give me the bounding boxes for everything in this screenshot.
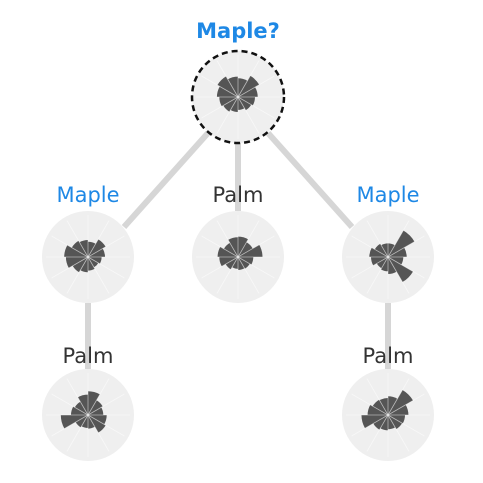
rose-spoke [351,256,389,279]
rose-spoke [87,256,110,294]
rose-spoke [387,378,410,416]
rose-spoke [351,235,389,258]
rose-spoke [216,256,239,294]
rose-spoke [351,393,389,416]
rose-petal [88,415,106,433]
rose-spoke [366,378,389,416]
rose-petal [88,257,99,268]
rose-spoke [66,256,89,294]
rose-petal [388,257,414,283]
node-label: Maple [356,183,419,207]
tree-edges [85,131,391,369]
rose-spoke [387,235,425,258]
rose-spoke [237,235,275,258]
rose-spoke [351,414,389,437]
rose-spoke [87,414,110,452]
query-dashed-ring [190,49,286,145]
rose-spoke [216,96,239,134]
rose-spoke [51,414,89,437]
level2-node-0[interactable]: Palm [42,344,134,461]
rose-spoke [237,96,275,119]
rose-spoke [237,96,260,134]
rose-spoke [87,220,110,258]
rose-spoke [51,393,89,416]
rose-spoke [237,256,260,294]
rose-spoke [201,256,239,279]
rose-petal [88,400,103,415]
rose-spoke [387,414,425,437]
rose-spoke [66,378,89,416]
rose-petal [225,257,238,270]
level1-node-2[interactable]: Maple [342,183,434,303]
rose-spoke [87,256,125,279]
node-label: Palm [363,344,414,368]
rose-spoke [51,235,89,258]
rose-petal [223,242,238,257]
rose-petal [388,230,415,257]
rose-spoke [366,414,389,452]
rose-spoke [387,393,425,416]
rose-petal [223,97,238,112]
rose-petal [74,401,88,415]
rose-petal [361,415,388,429]
rose-spoke [201,75,239,98]
node-label: Palm [63,344,114,368]
rose-petal [88,239,106,257]
node-label: Maple? [196,19,280,43]
rose-petal [60,415,88,429]
rose-petal [238,244,263,257]
rose-spoke [387,256,425,279]
rose-spoke [201,96,239,119]
node-label: Maple [56,183,119,207]
rose-spoke [66,414,89,452]
rose-spoke [87,378,110,416]
level1-node-0[interactable]: Maple [42,183,134,303]
rose-spoke [201,235,239,258]
rose-petal [374,243,388,257]
edge-root-to-right [265,131,355,229]
rose-petal [238,257,250,269]
rose-petal [372,399,388,415]
rose-spoke [87,414,125,437]
rose-petal [75,415,88,428]
rose-petal [238,75,260,97]
rose-spoke [237,75,275,98]
level2-node-1[interactable]: Palm [342,344,434,461]
level1-node-1[interactable]: Palm [192,183,284,303]
rose-spoke [51,256,89,279]
rose-spoke [387,414,410,452]
rose-petal [373,415,388,430]
rose-spoke [87,393,125,416]
node-label: Palm [213,183,264,207]
rose-petal [388,415,403,430]
rose-spoke [237,60,260,98]
rose-petal [238,97,252,111]
rose-petal [388,389,414,415]
rose-spoke [87,235,125,258]
rose-spoke [216,220,239,258]
rose-spoke [387,256,410,294]
root-node[interactable]: Maple? [190,19,286,145]
rose-petal [376,257,388,269]
rose-petal [238,242,253,257]
rose-spoke [237,256,275,279]
rose-petal [217,76,238,97]
rose-spoke [366,256,389,294]
rose-spoke [387,220,410,258]
rose-spoke [66,220,89,258]
rose-spoke [216,60,239,98]
rose-spoke [237,220,260,258]
rose-petal [72,257,88,273]
rose-spoke [366,220,389,258]
rose-petal [71,240,88,257]
edge-root-to-left [121,131,211,229]
